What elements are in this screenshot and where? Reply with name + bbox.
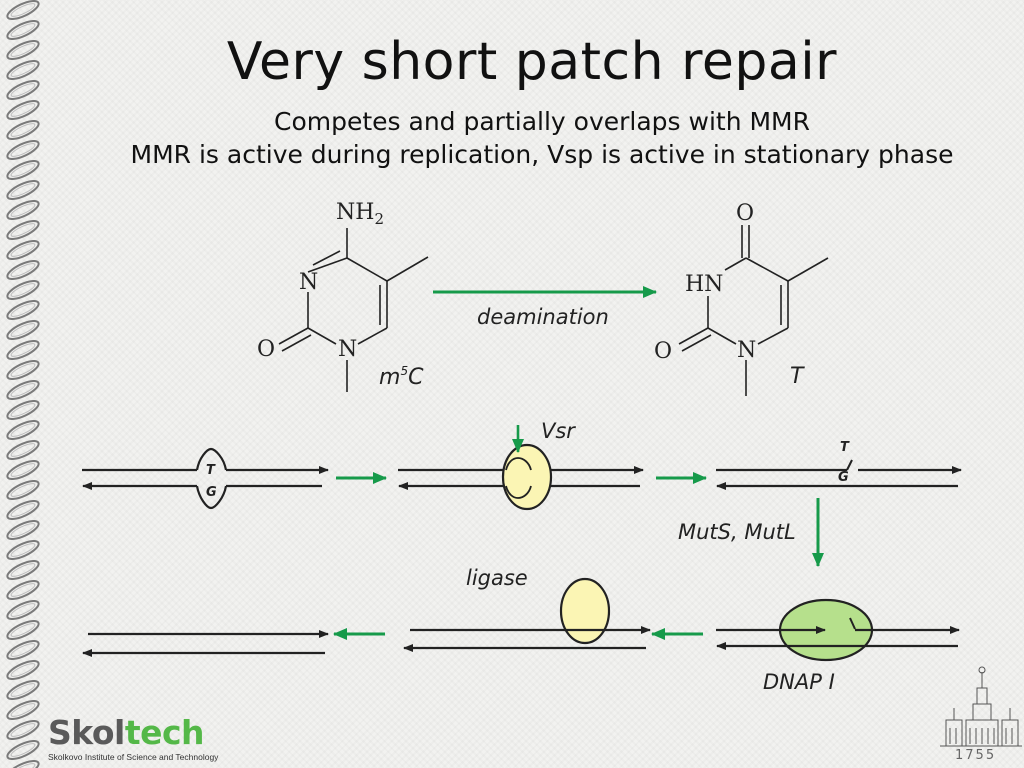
m5c-nh2-label: NH2: [336, 200, 384, 228]
mismatch-t-label: T: [206, 463, 216, 478]
ligase-label: ligase: [466, 566, 528, 590]
m5c-molecule: [278, 228, 429, 392]
dnap-label: DNAP I: [763, 670, 835, 694]
m5c-ring-n-label: N: [299, 270, 318, 295]
decorative-chain-border: [0, 0, 46, 768]
dna-ligase-step: [403, 577, 651, 652]
deamination-label: deamination: [477, 305, 609, 329]
dna-vsr-step: [398, 425, 644, 511]
vsr-label: Vsr: [541, 419, 576, 443]
dna-polymerase-step: [716, 598, 960, 662]
thymine-hn-label: HN: [685, 272, 723, 297]
logo-word-part-b: tech: [124, 713, 205, 752]
logo-word-part-a: Skol: [48, 713, 125, 752]
slide-subtitle-2: MMR is active during replication, Vsp is…: [130, 140, 954, 169]
m5c-n1-label: N: [338, 337, 357, 362]
thymine-oxygen-label: O: [654, 339, 672, 364]
thymine-top-oxygen-label: O: [736, 201, 754, 226]
logo-wordmark: Skoltech: [48, 716, 218, 749]
dna-mismatch-step: [82, 447, 329, 510]
year-label: 1755: [955, 748, 997, 763]
logo-tagline: Skolkovo Institute of Science and Techno…: [48, 752, 219, 762]
slide-title: Very short patch repair: [226, 32, 838, 92]
m5c-name: m5C: [379, 364, 424, 390]
skoltech-logo: Skoltech Skolkovo Institute of Science a…: [48, 716, 218, 762]
thymine-name: T: [790, 364, 805, 389]
m5c-oxygen-label: O: [257, 337, 275, 362]
ligase-enzyme: [559, 577, 611, 645]
nick-g-label: G: [838, 470, 849, 485]
dna-repaired-step: [82, 630, 329, 657]
university-building-icon: [940, 666, 1022, 747]
vsr-enzyme: [501, 443, 553, 511]
thymine-n1-label: N: [737, 338, 756, 363]
mismatch-g-label: G: [206, 485, 217, 500]
thymine-molecule: [678, 225, 829, 396]
muts-mutl-label: MutS, MutL: [678, 520, 796, 544]
dna-nick-step: [716, 459, 962, 490]
nick-t-label: T: [840, 440, 850, 455]
slide-subtitle-1: Competes and partially overlaps with MMR: [273, 107, 810, 136]
